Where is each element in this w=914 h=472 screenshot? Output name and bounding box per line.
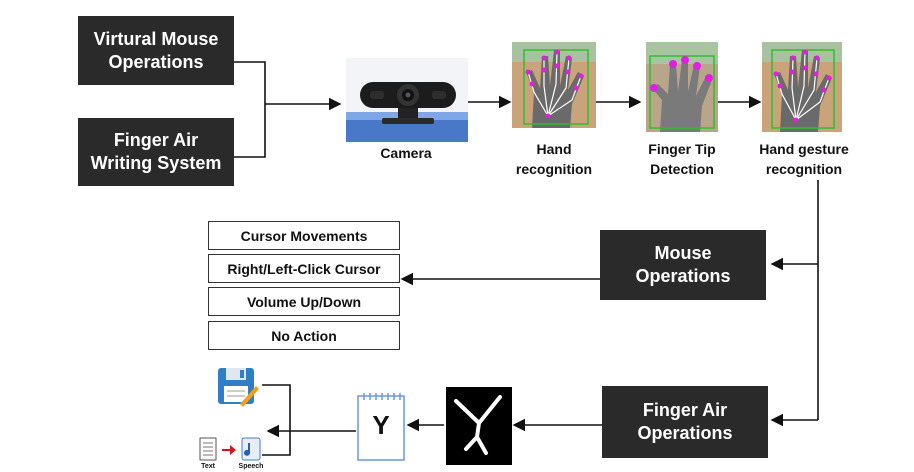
finger-air-operations-box: Finger Air Operations (602, 386, 768, 458)
volume-item: Volume Up/Down (208, 287, 400, 316)
speech-label: Speech (238, 463, 264, 470)
text-to-speech-icon: Text Speech (196, 436, 268, 472)
finger-air-writing-system-box: Finger Air Writing System (78, 118, 234, 186)
hand-gesture-recognition-label: Hand gesture recognition (759, 141, 849, 177)
virtual-mouse-operations-box: Virtural Mouse Operations (78, 16, 234, 85)
mouse-operations-box: Mouse Operations (600, 230, 766, 300)
floppy-save-icon (216, 366, 260, 408)
finger-tip-detection-label: Finger Tip Detection (648, 141, 716, 177)
click-cursor-item: Right/Left-Click Cursor (208, 254, 400, 283)
text-label: Text (201, 463, 215, 470)
camera-label: Camera (380, 145, 432, 161)
webcam-icon (346, 58, 468, 142)
finger-tip-icon (646, 42, 718, 132)
hand-gesture-icon (762, 42, 842, 132)
hand-landmark-icon (512, 42, 596, 128)
no-action-item: No Action (208, 321, 400, 350)
cursor-movements-item: Cursor Movements (208, 221, 400, 250)
note-pad-icon: Y (356, 392, 406, 462)
note-letter: Y (372, 410, 390, 440)
y-stroke-icon (446, 387, 512, 465)
hand-recognition-label: Hand recognition (515, 141, 593, 177)
